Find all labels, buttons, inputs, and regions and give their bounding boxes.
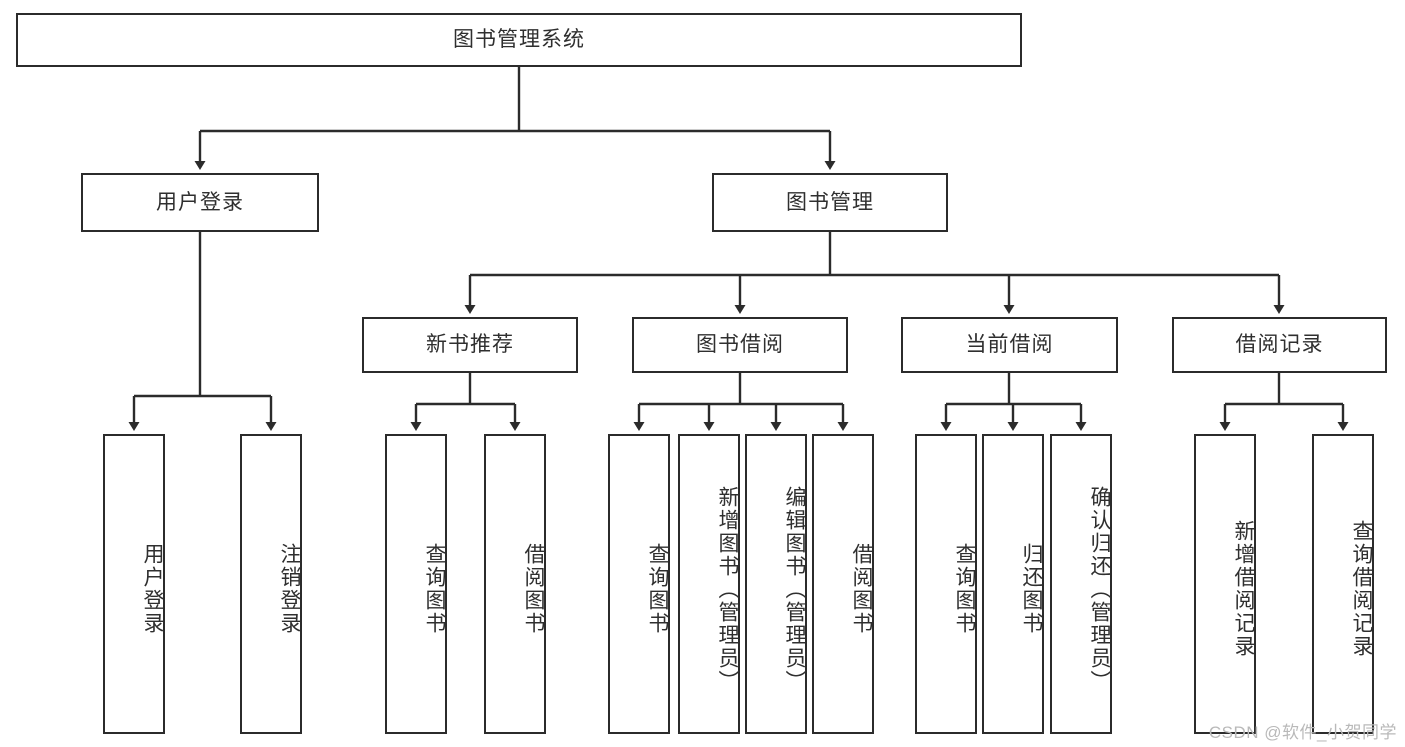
leaf-node-3[interactable]: 借阅图书 <box>484 434 546 734</box>
node-label: 图书借阅 <box>696 333 784 357</box>
node-label: 查询图书 <box>423 543 446 635</box>
node-label: 图书管理系统 <box>453 28 585 52</box>
level2-node-0[interactable]: 用户登录 <box>81 173 319 232</box>
node-label: 归还图书 <box>1020 543 1043 635</box>
node-label: 新书推荐 <box>426 333 514 357</box>
root-node-0[interactable]: 图书管理系统 <box>16 13 1022 67</box>
level3-node-3[interactable]: 借阅记录 <box>1172 317 1387 373</box>
leaf-node-5[interactable]: 新增图书（管理员） <box>678 434 740 734</box>
leaf-node-9[interactable]: 归还图书 <box>982 434 1044 734</box>
node-label: 图书管理 <box>786 190 874 214</box>
node-label: 用户登录 <box>156 190 244 214</box>
leaf-node-2[interactable]: 查询图书 <box>385 434 447 734</box>
node-label: 当前借阅 <box>965 333 1054 357</box>
leaf-node-0[interactable]: 用户登录 <box>103 434 165 734</box>
leaf-node-8[interactable]: 查询图书 <box>915 434 977 734</box>
leaf-node-12[interactable]: 查询借阅记录 <box>1312 434 1374 734</box>
level3-node-2[interactable]: 当前借阅 <box>901 317 1118 373</box>
node-label: 新增借阅记录 <box>1232 520 1255 658</box>
node-label: 借阅图书 <box>522 543 545 635</box>
node-label: 借阅记录 <box>1235 333 1324 357</box>
node-label: 确认归还（管理员） <box>1088 485 1111 693</box>
node-label: 用户登录 <box>141 543 164 635</box>
node-label: 借阅图书 <box>850 543 873 635</box>
node-label: 查询图书 <box>646 543 669 635</box>
leaf-node-6[interactable]: 编辑图书（管理员） <box>745 434 807 734</box>
node-label: 查询借阅记录 <box>1350 520 1373 658</box>
leaf-node-11[interactable]: 新增借阅记录 <box>1194 434 1256 734</box>
node-label: 查询图书 <box>953 543 976 635</box>
leaf-node-7[interactable]: 借阅图书 <box>812 434 874 734</box>
node-label: 编辑图书（管理员） <box>783 485 806 693</box>
watermark-text: CSDN @软件_小贺同学 <box>1208 723 1397 742</box>
leaf-node-10[interactable]: 确认归还（管理员） <box>1050 434 1112 734</box>
leaf-node-1[interactable]: 注销登录 <box>240 434 302 734</box>
level3-node-1[interactable]: 图书借阅 <box>632 317 848 373</box>
leaf-node-4[interactable]: 查询图书 <box>608 434 670 734</box>
node-label: 注销登录 <box>278 543 301 635</box>
level3-node-0[interactable]: 新书推荐 <box>362 317 578 373</box>
node-label: 新增图书（管理员） <box>716 485 739 693</box>
level2-node-1[interactable]: 图书管理 <box>712 173 948 232</box>
